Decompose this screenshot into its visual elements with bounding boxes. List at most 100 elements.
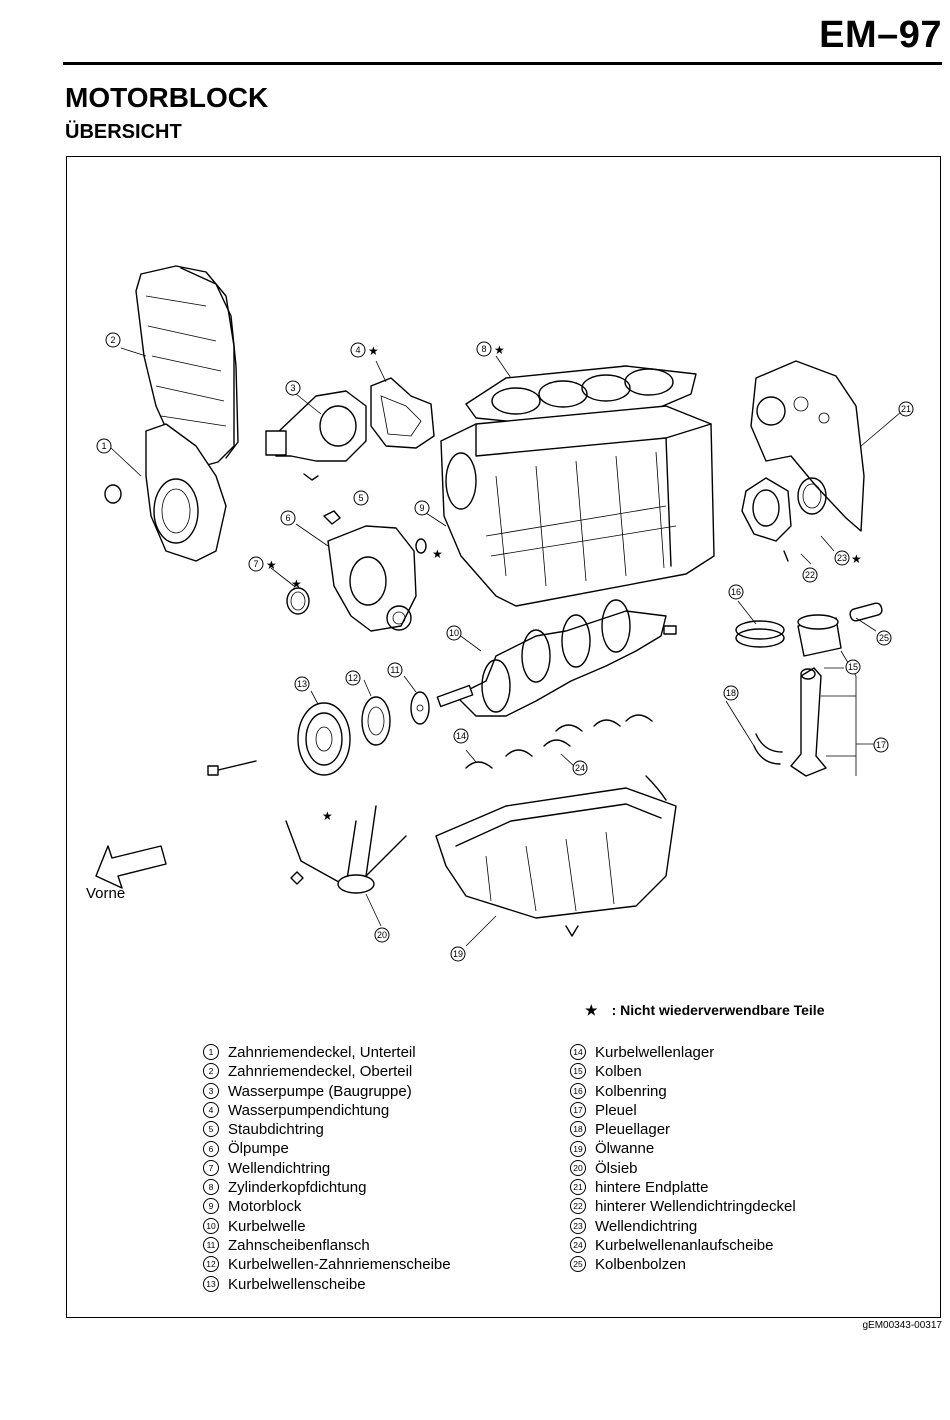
part-oil-seal-front <box>286 587 310 615</box>
callout-21: 21 <box>898 401 914 417</box>
svg-text:23: 23 <box>837 553 847 563</box>
item-number: 7 <box>203 1159 219 1176</box>
item-number: 8 <box>203 1179 219 1196</box>
star-23: ★ <box>851 552 862 566</box>
callout-11: 11 <box>387 662 403 678</box>
svg-text:4: 4 <box>355 345 360 355</box>
item-name: Motorblock <box>228 1198 302 1216</box>
svg-text:16: 16 <box>731 587 741 597</box>
header-rule <box>63 62 942 65</box>
item-number: 10 <box>203 1217 219 1234</box>
item-name: Kurbelwellenanlaufscheibe <box>595 1236 774 1254</box>
page-title: MOTORBLOCK <box>65 82 269 113</box>
callout-18: 18 <box>723 685 739 701</box>
part-rear-end-plate <box>750 360 865 532</box>
star-20: ★ <box>322 809 333 823</box>
callout-25: 25 <box>876 630 892 646</box>
callout-5: 5 <box>353 490 369 506</box>
svg-text:15: 15 <box>848 662 858 672</box>
item-number: 23 <box>570 1217 586 1234</box>
item-name: Pleuellager <box>595 1121 671 1139</box>
item-name: Wasserpumpe (Baugruppe) <box>228 1082 412 1100</box>
svg-text:11: 11 <box>390 665 399 675</box>
item-name: hintere Endplatte <box>595 1179 709 1197</box>
part-gear-flange <box>410 691 430 725</box>
reuse-legend: ★: Nicht wiederverwendbare Teile <box>585 1002 824 1019</box>
item-number: 22 <box>570 1198 586 1215</box>
list-item: 13 Kurbelwellenscheibe <box>203 1275 451 1294</box>
svg-text:1: 1 <box>101 441 106 451</box>
svg-text:25: 25 <box>879 633 889 643</box>
item-number: 11 <box>203 1237 219 1253</box>
callout-7: 7 <box>248 556 264 572</box>
svg-text:17: 17 <box>876 740 886 750</box>
svg-text:21: 21 <box>901 404 911 414</box>
item-name: Zahnscheibenflansch <box>228 1236 370 1254</box>
list-item: 9 Motorblock <box>203 1197 451 1216</box>
callout-16: 16 <box>728 584 744 600</box>
callout-19: 19 <box>450 946 466 962</box>
page-number: EM–97 <box>819 14 942 56</box>
star-7: ★ <box>266 558 277 572</box>
item-number: 20 <box>570 1159 586 1176</box>
svg-text:6: 6 <box>285 513 290 523</box>
item-number: 18 <box>570 1121 586 1138</box>
list-item: 5 Staubdichtring <box>203 1120 451 1139</box>
part-oil-strainer <box>285 805 407 894</box>
part-small-o-ring <box>415 538 427 554</box>
item-number: 9 <box>203 1198 219 1215</box>
callout-24: 24 <box>572 760 588 776</box>
item-name: Wellendichtring <box>595 1217 698 1235</box>
item-number: 5 <box>203 1121 219 1138</box>
svg-text:24: 24 <box>575 763 585 773</box>
star-8: ★ <box>494 343 505 357</box>
item-number: 6 <box>203 1140 219 1157</box>
callout-8: 8 <box>476 341 492 357</box>
item-name: Wasserpumpendichtung <box>228 1101 390 1119</box>
callout-1: 1 <box>96 438 112 454</box>
part-crankshaft-pulley <box>207 702 351 776</box>
item-number: 19 <box>570 1140 586 1157</box>
part-crankshaft <box>436 599 677 717</box>
part-connecting-rod <box>753 667 827 777</box>
item-number: 25 <box>570 1256 586 1273</box>
star-9: ★ <box>432 547 443 561</box>
svg-text:5: 5 <box>358 493 363 503</box>
part-oil-pump <box>327 525 417 632</box>
exploded-view-diagram: 1 2 3 4 ★ 5 6 7 ★ ★ 8 ★ 9 ★ 10 11 12 13 … <box>95 265 914 962</box>
item-number: 15 <box>570 1063 586 1080</box>
callout-14: 14 <box>453 728 469 744</box>
callout-6: 6 <box>280 510 296 526</box>
part-piston-assembly <box>735 602 883 657</box>
figure-code: gEM00343-00317 <box>862 1320 942 1331</box>
item-number: 13 <box>203 1275 219 1292</box>
svg-text:2: 2 <box>110 335 115 345</box>
star-7b: ★ <box>291 577 302 591</box>
item-name: Staubdichtring <box>228 1121 324 1139</box>
part-oil-pan <box>435 787 677 937</box>
item-name: Kurbelwellenscheibe <box>228 1275 366 1293</box>
item-name: Kurbelwelle <box>228 1217 306 1235</box>
front-arrow-icon <box>95 845 167 889</box>
callout-13: 13 <box>294 676 310 692</box>
svg-text:3: 3 <box>290 383 295 393</box>
callout-20: 20 <box>374 927 390 943</box>
part-dust-seal <box>323 510 341 525</box>
item-number: 2 <box>203 1063 219 1080</box>
star-4: ★ <box>368 344 379 358</box>
item-number: 17 <box>570 1101 586 1118</box>
callout-23: 23 <box>834 550 850 566</box>
item-number: 12 <box>203 1256 219 1273</box>
